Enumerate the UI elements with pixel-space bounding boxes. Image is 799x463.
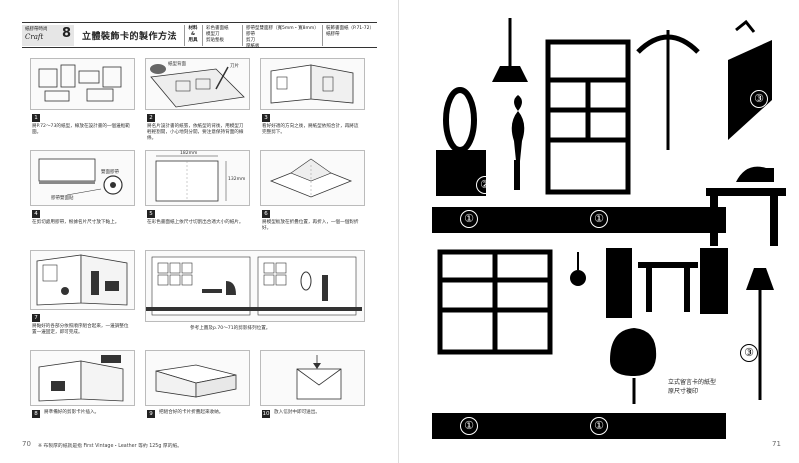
step-3-figure (260, 58, 365, 110)
label-blade: 刀片 (230, 64, 239, 69)
divider (184, 25, 185, 46)
step-9-caption: 把組合好的卡片折疊起來收納。 (159, 410, 224, 415)
fold-illustration (269, 158, 353, 198)
template-pieces-illustration (38, 64, 122, 102)
label-width: 182mm (180, 151, 198, 156)
reference-scene-illustration (146, 256, 362, 316)
envelope-illustration (296, 355, 342, 400)
craft-label: Craft (25, 33, 44, 41)
dimension-sheet-illustration (155, 155, 227, 202)
step-number: 5 (147, 210, 155, 218)
marker-3: ③ (750, 90, 768, 108)
marker-1: ① (590, 210, 608, 228)
craft-number: 8 (61, 26, 71, 41)
step-8-caption: 將準備好的剪影卡片插入。 (44, 410, 100, 415)
tape-illustration (38, 158, 123, 196)
label-double-tape: 雙面膠帶 (101, 170, 119, 175)
step-number: 9 (147, 410, 155, 418)
step-5-caption: 在彩色書面紙上依尺寸切割出合適大小的紙片。 (147, 220, 244, 225)
materials-col-1: 彩色書面紙 模型刀 剪貼墊板 (206, 26, 229, 43)
step-5-figure: 182mm 132mm (145, 150, 250, 206)
label-height: 132mm (228, 177, 246, 182)
step-4-figure: 雙面膠帶 膠帶雙面貼 (30, 150, 135, 206)
step-10-figure (260, 350, 365, 406)
reference-figure (145, 250, 365, 322)
step-number: 2 (147, 114, 155, 122)
step-8-figure (30, 350, 135, 406)
step-2-figure: 紙型背面 刀片 (145, 58, 250, 110)
step-4-caption: 在剪切處用膠帶，根據名片尺寸放下黏上。 (32, 220, 120, 225)
step-10-caption: 放入信封中即可送出。 (274, 410, 320, 415)
step-6-caption: 將模型板放在折疊位置，再折入，一個一個對折好。 (262, 220, 359, 232)
page-title: 立體裝飾卡的製作方法 (82, 32, 178, 42)
step-3-caption: 看好好適的方向之後，將紙型依照合計，再將這完整剪下。 (262, 124, 359, 136)
label-tape-apply: 膠帶雙面貼 (51, 196, 74, 201)
marker-1: ① (590, 417, 608, 435)
step-2-caption: 將名片設計書的紙張，依紙型的背後，用模型刀輕輕割開，小心地刻分開，要注意保持背面… (147, 124, 244, 142)
series-label: 紙膠帶時尚 (25, 27, 48, 32)
insert-illustration (38, 355, 124, 402)
step-1-figure (30, 58, 135, 110)
divider (322, 25, 323, 46)
step-9-figure (145, 350, 250, 406)
step-1-caption: 將P.72～73的紙型，線放在設計書的一個邊框範圍。 (32, 124, 130, 136)
step-number: 4 (32, 210, 40, 218)
step-number: 6 (262, 210, 270, 218)
folding-card-illustration (155, 364, 237, 398)
template-note: 立式留言卡的紙型 原尺寸複印 (668, 379, 717, 395)
silhouette-templates (436, 18, 786, 404)
marker-2: ② (476, 176, 494, 194)
footnote: ※ 布製厚的紙就是指 First Vintage・Leather 等約 125g… (38, 444, 183, 449)
floor-strip-bottom (432, 413, 726, 439)
page-number-left: 70 (22, 440, 31, 448)
reference-note: 參考上圖及p.70～71的剪影排列位置。 (190, 326, 271, 331)
assembled-room-illustration (36, 254, 128, 306)
left-page: 紙膠帶時尚 Craft 8 立體裝飾卡的製作方法 材料 & 用具 彩色書面紙 模… (0, 0, 399, 463)
craft-tag: 紙膠帶時尚 Craft 8 (22, 25, 74, 46)
right-page: ① ① ② ③ ② ③ ① ① 立式留言卡的紙型 原尺寸複印 71 (400, 0, 799, 463)
divider (202, 25, 203, 46)
step-number: 8 (32, 410, 40, 418)
folded-room-illustration (270, 64, 354, 104)
step-7-figure (30, 250, 135, 310)
materials-heading: 材料 & 用具 (188, 26, 198, 43)
step-7-caption: 將黏好的各部分依照順序組合起來，一邊調整位置一邊固定，即可完成。 (32, 324, 129, 336)
divider (242, 25, 243, 46)
step-6-figure (260, 150, 365, 206)
marker-3: ③ (740, 344, 758, 362)
step-number: 10 (262, 410, 270, 418)
step-number: 7 (32, 314, 40, 322)
materials-col-3: 裝飾書面紙（P.71-72） 紙膠帶 (326, 26, 375, 37)
marker-2: ② (662, 312, 680, 330)
label-template-back: 紙型背面 (168, 62, 186, 67)
materials-col-2: 膠帶型雙面膠（寬5mm・寬8mm） 膠帶 剪刀 厚紙板 (246, 26, 319, 49)
floor-strip-top (432, 207, 726, 233)
instruction-header: 紙膠帶時尚 Craft 8 立體裝飾卡的製作方法 材料 & 用具 彩色書面紙 模… (22, 22, 377, 49)
cutting-illustration (150, 64, 245, 108)
step-number: 3 (262, 114, 270, 122)
marker-1: ① (460, 210, 478, 228)
step-number: 1 (32, 114, 40, 122)
marker-1: ① (460, 417, 478, 435)
page-number-right: 71 (772, 440, 781, 448)
